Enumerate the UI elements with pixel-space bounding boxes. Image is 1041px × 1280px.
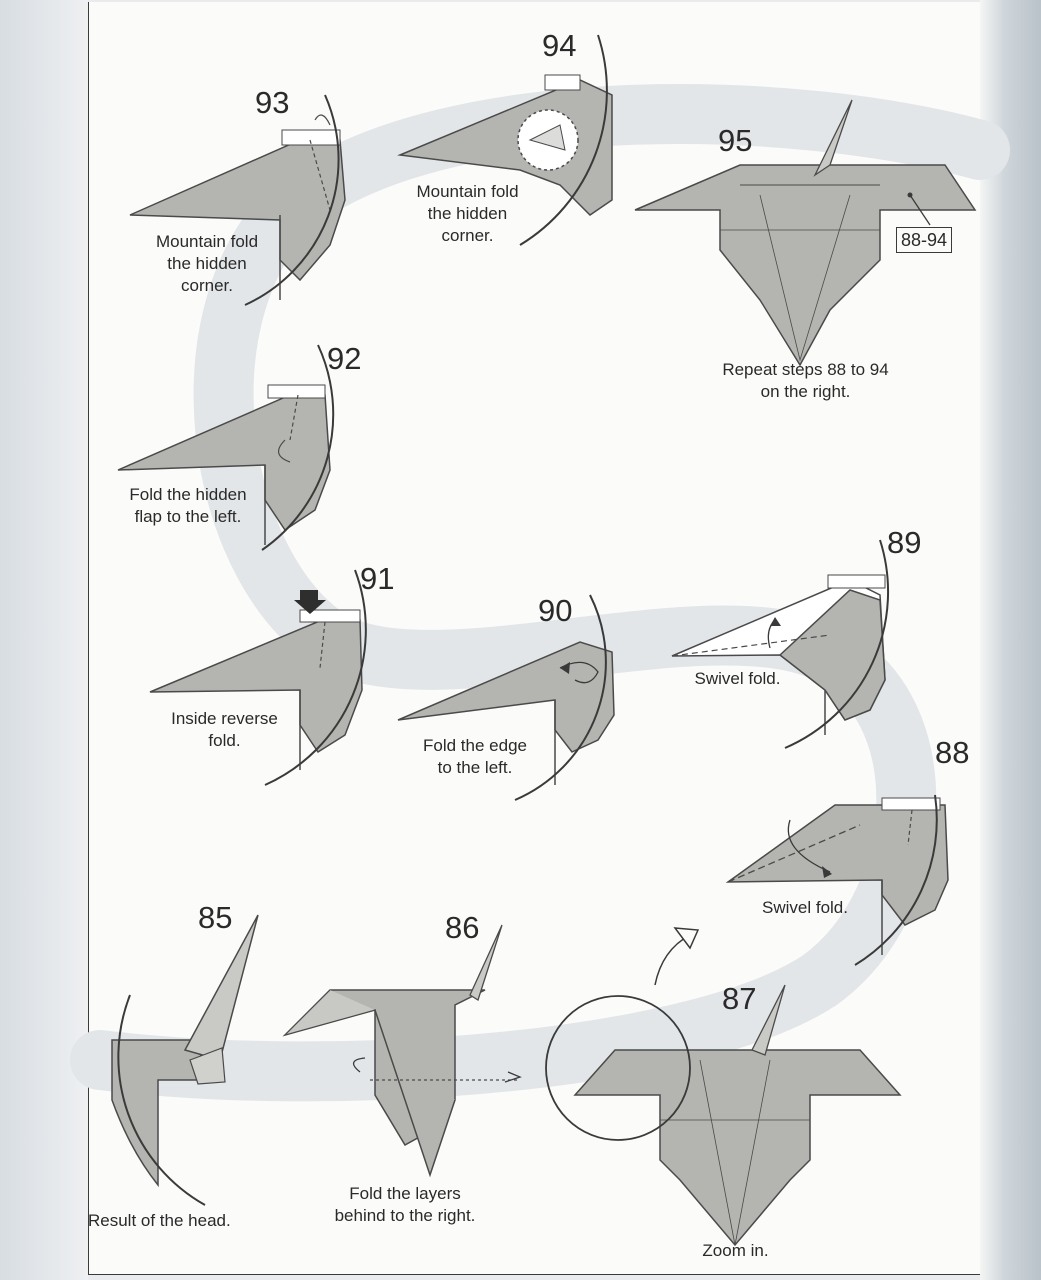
step-92-number: 92: [327, 341, 362, 376]
step-89-diagram: [671, 539, 890, 749]
step-86-caption: Fold the layers behind to the right.: [334, 1184, 476, 1225]
step-85-caption: Result of the head.: [88, 1211, 231, 1230]
step-91-diagram: [149, 569, 367, 786]
step-95-diagram: [634, 99, 977, 367]
step-93-caption: Mountain fold the hidden corner.: [155, 232, 259, 295]
step-90-diagram: [397, 594, 615, 801]
step-85-number: 85: [198, 900, 233, 935]
step-93-number: 93: [255, 85, 290, 120]
step-94-diagram: [397, 34, 613, 246]
step-91-caption: Inside reverse fold.: [171, 709, 278, 750]
step-88-caption: Swivel fold.: [762, 898, 848, 917]
step-87-caption: Zoom in.: [702, 1241, 769, 1260]
step-95-caption: Repeat steps 88 to 94 on the right.: [722, 360, 889, 401]
step-93-diagram: [129, 94, 346, 306]
background-swirl: [70, 84, 1010, 1102]
step-89-number: 89: [887, 525, 922, 560]
step-92-caption: Fold the hidden flap to the left.: [129, 485, 247, 526]
step-85-diagram: [111, 914, 259, 1206]
step-94-caption: Mountain fold the hidden corner.: [416, 182, 519, 245]
steps-reference-tag: 88-94: [896, 227, 953, 253]
step-92-diagram: [117, 344, 335, 551]
step-88-number: 88: [935, 735, 970, 770]
step-90-caption: Fold the edge to the left.: [423, 736, 527, 777]
step-87-number: 87: [722, 981, 757, 1016]
step-87-diagram: [545, 927, 902, 1247]
step-95-number: 95: [718, 123, 753, 158]
step-88-diagram: [725, 794, 949, 966]
step-94-number: 94: [542, 28, 577, 63]
step-89-caption: Swivel fold.: [694, 669, 781, 688]
step-86-number: 86: [445, 910, 480, 945]
step-91-number: 91: [360, 561, 395, 596]
page-edge: [980, 0, 1041, 1280]
step-86-diagram: [282, 924, 522, 1178]
step-90-number: 90: [538, 593, 573, 628]
